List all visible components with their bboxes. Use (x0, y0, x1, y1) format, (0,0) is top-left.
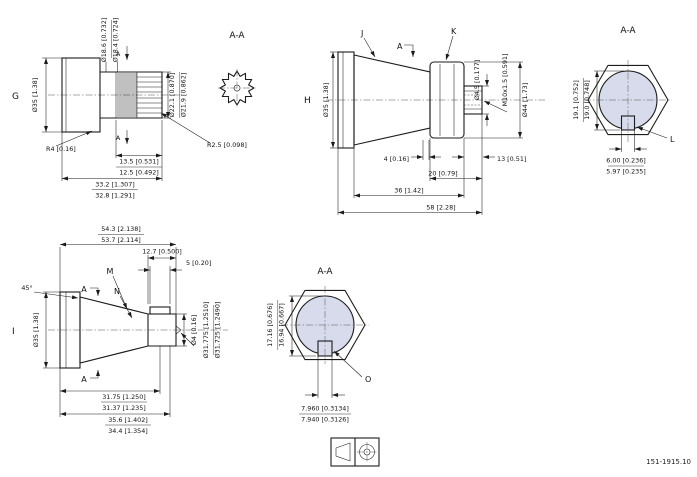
dim-len-13: 13 [0.51] (497, 155, 526, 163)
dimension-lines-i (33, 234, 215, 426)
dim-hex-dia: Ø44 [1.73] (521, 83, 529, 117)
dim-len-4: 4 [0.16] (384, 155, 409, 163)
section-arrow-a-top-i: A (81, 285, 87, 294)
view-g: G (12, 18, 256, 200)
section-label-top: A-A (620, 26, 636, 36)
section-arrow-a-h: A (397, 42, 403, 51)
dimension-lines-section-bottom (277, 295, 363, 415)
dim-flange-dia-h: Ø35 [1.38] (322, 83, 330, 117)
dim-key-min-bottom: 7.940 [0.3126] (301, 416, 349, 424)
dim-depth-max-bottom: 17.16 [0.676] (266, 303, 274, 347)
dim-len-max-g: 33.2 [1.307] (95, 181, 135, 189)
dim-flange-dia-i: Ø35 [1.38] (32, 313, 40, 347)
section-aa-top: A-A 19.1 [0.752] 19.0 [0.748] L 6.00 [0.… (572, 26, 675, 176)
dim-key-max-bottom: 7.960 [0.3134] (301, 405, 349, 413)
dim-key-pos-min: 31.37 [1.235] (102, 404, 146, 412)
dim-journal-min: Ø31.725 [1.2490] (214, 302, 222, 359)
ref-label-l: L (670, 135, 675, 144)
ref-label-o: O (365, 375, 371, 384)
dim-thread: M10x1.5 [0.591] (501, 54, 509, 107)
projection-cone-icon (335, 442, 351, 462)
shaft-outline-h (337, 51, 483, 149)
ref-label-j: J (360, 29, 363, 38)
dim-pilot-id: Ø21.9 [0.862] (180, 73, 188, 118)
dim-key-max-top: 6.00 [0.236] (606, 157, 646, 165)
section-label-bottom: A-A (317, 267, 333, 277)
section-arrow-a-bottom-g: A (116, 134, 121, 142)
dim-key-min-top: 5.97 [0.235] (606, 168, 646, 176)
dim-len-min-g: 32.8 [1.291] (95, 192, 135, 200)
dimension-lines-g (42, 20, 211, 190)
dim-len-max-i: 54.3 [2.138] (101, 225, 141, 233)
view-label-g: G (12, 92, 19, 102)
dim-spline-len-min: 12.5 [0.492] (119, 169, 159, 177)
ref-label-n: N (114, 287, 120, 296)
shaft-outline-g (61, 57, 163, 133)
dim-fillet-r4: R4 [0.16] (46, 145, 76, 153)
section-arrow-a-top-g: A (116, 50, 121, 58)
dim-len-36: 36 [1.42] (394, 187, 423, 195)
section-aa-bottom: A-A 17.16 [0.676] 16.94 [0.667] O 7.960 … (266, 267, 371, 424)
dim-pilot-od: Ø22.1 [0.870] (168, 73, 176, 118)
dim-journal-max: Ø31.775 [1.2510] (202, 302, 210, 359)
dimension-lines-h (330, 35, 523, 215)
spline-section-icon: A-A (218, 31, 256, 107)
section-arrow-a-bottom-i: A (81, 375, 87, 384)
view-label-i: I (12, 327, 15, 337)
section-label-g: A-A (229, 31, 245, 41)
ref-label-k: K (451, 27, 457, 36)
dim-shaft-dia-g: Ø35 [1.38] (31, 78, 39, 112)
dim-key-5: 5 [0.20] (186, 259, 211, 267)
dim-key-len: 12.7 [0.500] (142, 248, 182, 256)
dim-center-hole: Ø4 [0.16] (190, 315, 198, 345)
spline-hatch-g (117, 73, 162, 117)
dim-spline-id: Ø18.4 [0.724] (112, 18, 120, 63)
projection-symbol-icon (330, 437, 380, 467)
dim-chamfer-45: 45° (21, 284, 32, 292)
dim-depth-max-top: 19.1 [0.752] (572, 80, 580, 120)
dim-len-58: 58 [2.28] (426, 204, 455, 212)
dim-end-max: 35.6 [1.402] (108, 416, 148, 424)
dim-len-min-i: 53.7 [2.114] (101, 236, 141, 244)
dim-spline-radius: R2.5 [0.098] (207, 141, 247, 149)
dimension-lines-section-top (583, 70, 668, 167)
ref-label-m: M (107, 267, 114, 276)
dim-key-pos-max: 31.75 [1.250] (102, 393, 146, 401)
dim-depth-min-bottom: 16.94 [0.667] (278, 303, 286, 347)
dim-depth-min-top: 19.0 [0.748] (583, 80, 591, 120)
dim-len-20: 20 [0.79] (428, 170, 457, 178)
dim-end-min: 34.4 [1.354] (108, 427, 148, 435)
view-h: H (304, 27, 545, 215)
dim-spline-len-max: 13.5 [0.531] (119, 158, 159, 166)
dim-spline-od: Ø18.6 [0.732] (100, 18, 108, 63)
dim-pin-hole: Ø4.5 [0.177] (473, 60, 481, 101)
view-label-h: H (304, 96, 311, 106)
drawing-number: 151-1915.10 (646, 458, 691, 466)
view-i: I (12, 225, 228, 435)
